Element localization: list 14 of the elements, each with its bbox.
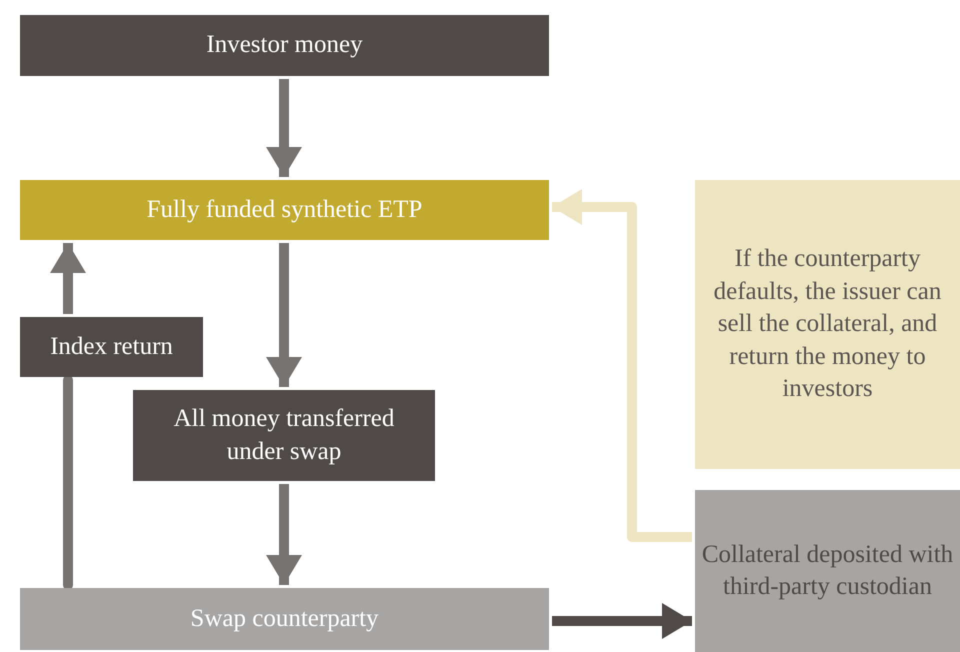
arrow	[266, 484, 302, 585]
note-box: If the counterparty defaults, the issuer can sell the collateral, and return the money to investors	[695, 180, 960, 469]
process-box: Investor money	[20, 15, 549, 76]
arrow	[552, 189, 692, 542]
arrow	[552, 603, 692, 639]
process-box: All money transferred under swap	[133, 390, 435, 481]
process-box: Collateral deposited with third-party custodian	[695, 490, 960, 652]
connector-line	[63, 375, 73, 590]
arrow	[50, 243, 86, 314]
process-box: Fully funded synthetic ETP	[20, 180, 549, 240]
label-box: Index return	[20, 317, 203, 377]
arrow	[266, 79, 302, 177]
arrow	[266, 243, 302, 387]
process-box: Swap counterparty	[20, 588, 549, 650]
